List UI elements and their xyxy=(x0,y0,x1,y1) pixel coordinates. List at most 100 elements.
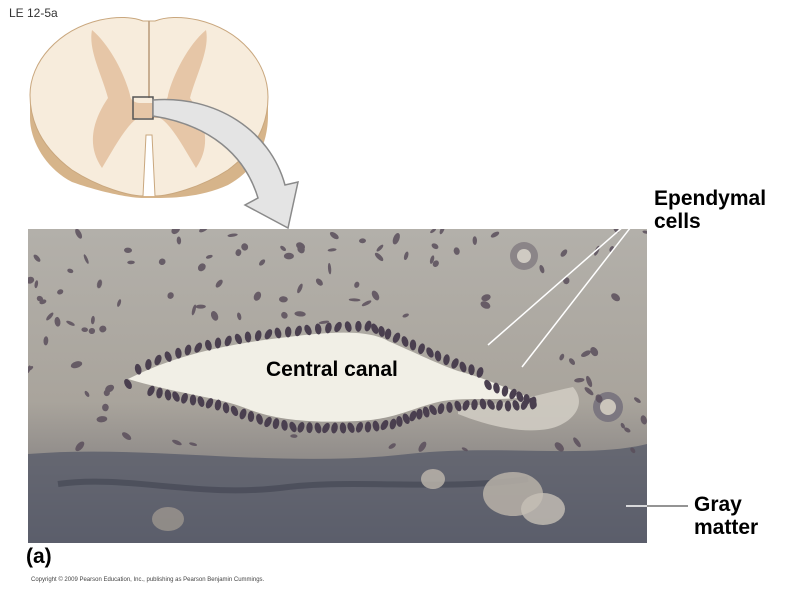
tissue-nucleus xyxy=(595,394,603,403)
tissue-nucleus xyxy=(195,304,206,309)
ependymal-nucleus xyxy=(416,408,423,420)
ependymal-nucleus xyxy=(364,421,372,433)
tissue-nucleus xyxy=(227,233,238,237)
tissue-nucleus xyxy=(371,290,380,301)
tissue-nucleus xyxy=(54,316,61,327)
tissue-nucleus xyxy=(279,296,288,303)
ependymal-nucleus xyxy=(197,396,205,407)
tissue-nucleus xyxy=(28,276,35,284)
tissue-nucleus xyxy=(431,243,439,250)
ependymal-nucleus xyxy=(289,421,297,433)
ependymal-nucleus xyxy=(355,422,364,433)
tissue-nucleus xyxy=(99,325,107,333)
tissue-nucleus xyxy=(281,311,288,319)
ependymal-nucleus xyxy=(476,367,484,378)
ependymal-nucleus xyxy=(484,379,492,391)
tissue-nucleus xyxy=(43,336,49,346)
ependymal-nucleus xyxy=(334,321,342,333)
ependymal-nucleus xyxy=(314,323,322,335)
tissue-nucleus xyxy=(75,441,85,452)
central-canal-label: Central canal xyxy=(266,358,398,381)
ependymal-nucleus xyxy=(516,391,524,403)
tissue-nucleus xyxy=(237,312,242,321)
ependymal-nucleus xyxy=(418,343,425,355)
ependymal-nucleus xyxy=(331,422,338,434)
ependymal-nucleus xyxy=(314,422,322,434)
tissue-nucleus xyxy=(36,295,44,302)
tissue-nucleus xyxy=(297,283,303,294)
tissue-nucleus xyxy=(167,292,174,299)
ependymal-nucleus xyxy=(437,403,445,415)
ependymal-nucleus xyxy=(462,400,470,411)
tissue-nucleus xyxy=(117,299,122,307)
ependymal-nucleus xyxy=(184,344,192,356)
ependymal-nucleus xyxy=(256,413,263,425)
tissue-nucleus xyxy=(453,247,460,255)
ependymal-nucleus xyxy=(325,322,332,334)
ependymal-nucleus xyxy=(493,382,500,394)
tissue-nucleus xyxy=(432,260,439,268)
ependymal-nucleus xyxy=(509,388,517,400)
tissue-nucleus xyxy=(280,245,286,252)
tissue-nucleus xyxy=(315,278,323,286)
tissue-nucleus xyxy=(359,238,366,244)
tissue-nucleus xyxy=(158,258,166,266)
ependymal-cells-label: Ependymal cells xyxy=(654,187,766,233)
ependymal-nucleus xyxy=(294,325,302,337)
tissue-nucleus xyxy=(586,375,593,388)
gray-label-line2: matter xyxy=(694,516,759,539)
tissue-nucleus xyxy=(253,291,262,301)
ependymal-label-line1: Ependymal xyxy=(654,187,767,210)
ependymal-nucleus xyxy=(244,331,252,343)
ependymal-nucleus xyxy=(372,420,380,432)
dark-tissue-band xyxy=(28,444,647,543)
tissue-nucleus xyxy=(191,304,197,316)
ependymal-nucleus xyxy=(145,358,152,370)
ependymal-nucleus xyxy=(429,404,437,416)
tissue-nucleus xyxy=(127,260,135,265)
tissue-nucleus xyxy=(392,232,400,245)
central-canal-lumen xyxy=(128,332,528,422)
tissue-nucleus xyxy=(84,390,90,397)
ependymal-nucleus xyxy=(147,385,155,397)
tissue-nucleus xyxy=(554,442,564,452)
gray-label-line1: Gray xyxy=(694,493,742,516)
ependymal-nucleus xyxy=(443,354,450,366)
micrograph xyxy=(28,229,647,543)
ependymal-nucleus xyxy=(378,325,385,337)
ependymal-nucleus xyxy=(247,411,255,423)
ependymal-nucleus xyxy=(264,329,273,340)
ependymal-nucleus xyxy=(181,392,188,404)
ependymal-nucleus xyxy=(214,337,222,349)
ependymal-nucleus xyxy=(230,405,239,417)
tissue-nucleus xyxy=(348,298,361,302)
ependymal-nucleus xyxy=(409,339,417,351)
ependymal-nucleus xyxy=(529,398,537,410)
ependymal-nucleus xyxy=(347,422,355,433)
tissue-nucleus xyxy=(66,320,75,326)
tissue-nucleus xyxy=(402,313,409,318)
ependymal-nucleus xyxy=(496,399,503,411)
tissue-nucleus xyxy=(573,437,581,448)
tissue-nucleus xyxy=(124,247,132,254)
ependymal-nucleus xyxy=(154,354,162,366)
tissue-nucleus xyxy=(210,311,219,321)
ependymal-nucleus xyxy=(434,350,442,362)
tissue-nucleus xyxy=(297,244,305,253)
ependymal-nucleus xyxy=(194,342,203,353)
ependymal-nucleus xyxy=(389,418,397,430)
tissue-nucleus xyxy=(172,439,182,446)
tissue-nucleus xyxy=(283,252,294,260)
tissue-nucleus xyxy=(634,397,641,403)
ependymal-nucleus xyxy=(306,422,313,434)
tissue-nucleus xyxy=(418,441,427,452)
spinal-cord-diagram xyxy=(29,17,299,230)
ependymal-nucleus xyxy=(512,400,520,411)
tissue-nucleus xyxy=(624,427,631,433)
ependymal-nucleus xyxy=(124,378,132,390)
ependymal-nucleus xyxy=(164,389,172,401)
ependymal-nucleus xyxy=(172,391,180,402)
ependymal-nucleus xyxy=(479,398,487,410)
tissue-nucleus xyxy=(205,254,213,259)
tissue-nucleus xyxy=(96,416,108,423)
